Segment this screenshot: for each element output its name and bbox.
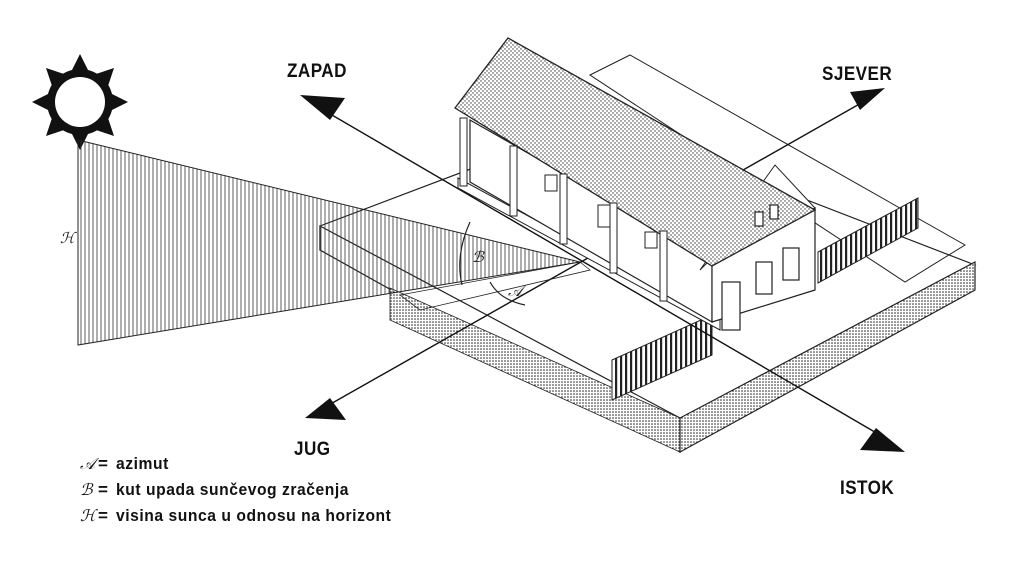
legend-equals: = [98,454,108,473]
direction-north-label: SJEVER [822,64,893,85]
arrow-south-icon [305,398,346,420]
arrow-west-icon [300,95,345,120]
west-east-axis [300,95,905,452]
legend-item-height: ℋ = visina sunca u odnosu na horizont [80,506,415,532]
legend-symbol: ℋ [80,506,96,525]
legend: 𝒜 = azimut ℬ = kut upada sunčevog zračen… [80,454,415,532]
legend-symbol: 𝒜 [80,454,96,473]
sun-height-plane [77,139,581,346]
incidence-symbol: ℬ [472,248,485,266]
height-symbol: ℋ [60,229,77,247]
direction-west-label: ZAPAD [287,61,347,82]
legend-text: azimut [115,454,169,473]
direction-east-label: ISTOK [840,478,895,499]
direction-south-label: JUG [294,439,331,460]
angle-b-arc [459,221,471,286]
arrow-north-icon [850,88,885,110]
azimuth-plane [399,261,591,311]
fence [611,197,919,401]
arrow-east-icon [860,428,905,452]
legend-item-incidence: ℬ = kut upada sunčevog zračenja [80,480,415,506]
legend-text: kut upada sunčevog zračenja [115,480,350,499]
legend-symbol: ℬ [80,480,93,499]
angle-a-arc [489,281,526,306]
legend-text: visina sunca u odnosu na horizont [115,506,392,525]
house [454,37,817,331]
sun-icon [32,54,128,150]
legend-item-azimuth: 𝒜 = azimut [80,454,415,480]
legend-equals: = [98,506,108,525]
legend-equals: = [98,480,108,499]
